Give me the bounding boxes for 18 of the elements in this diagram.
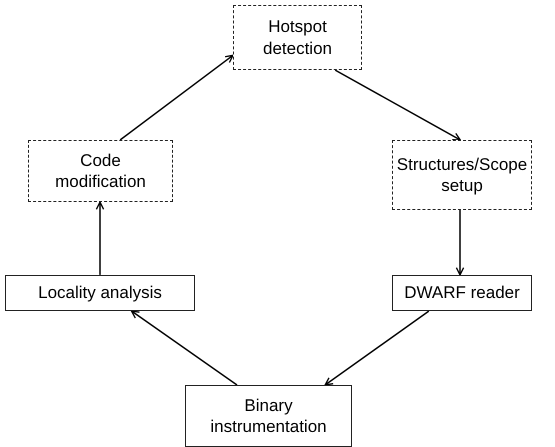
node-label: Code modification: [54, 150, 147, 192]
dashed-process-box: [233, 5, 362, 70]
node-label: Hotspot detection: [262, 16, 333, 59]
process-box: [392, 275, 532, 311]
arrow: [456, 210, 464, 276]
node-label: DWARF reader: [404, 282, 520, 304]
arrow: [96, 201, 104, 275]
node-label: Locality analysis: [38, 282, 162, 304]
arrow: [130, 310, 238, 386]
dashed-process-box: [28, 140, 173, 202]
arrow: [324, 310, 430, 386]
node-label: Structures/Scope setup: [396, 154, 528, 196]
dashed-process-box: [392, 140, 532, 210]
arrow: [334, 69, 461, 141]
process-box: [5, 275, 195, 311]
arrow: [120, 54, 234, 140]
node-label: Binary instrumentation: [209, 394, 328, 438]
process-box: [185, 385, 352, 447]
